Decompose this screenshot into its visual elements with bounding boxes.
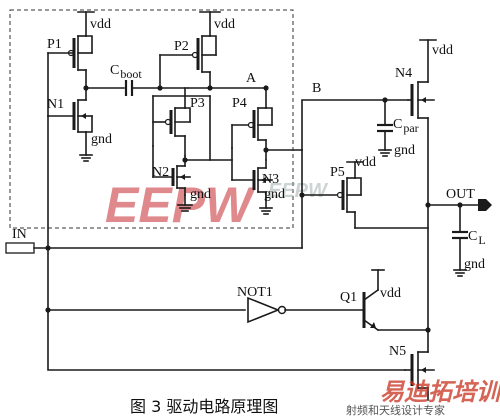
in-label: IN bbox=[12, 227, 27, 242]
p1-label: P1 bbox=[47, 37, 62, 52]
n4-label: N4 bbox=[395, 66, 412, 81]
p5-transistor bbox=[301, 161, 364, 229]
vdd-label-q1: vdd bbox=[380, 286, 401, 301]
gnd-label-cpar: gnd bbox=[394, 143, 415, 158]
gnd-label-cl: gnd bbox=[464, 257, 485, 272]
p4-label: P4 bbox=[232, 96, 247, 111]
cpar-label-sub: par bbox=[403, 121, 418, 135]
site-watermark: EEPW bbox=[268, 180, 329, 202]
not1-label: NOT1 bbox=[237, 285, 273, 300]
n1-label: N1 bbox=[47, 97, 64, 112]
n3-label: N3 bbox=[262, 172, 279, 187]
cpar-capacitor bbox=[377, 99, 393, 157]
in-to-not1-wire bbox=[47, 247, 246, 311]
watermark: EEPW EEPW bbox=[105, 177, 329, 233]
cl-capacitor bbox=[452, 204, 468, 277]
out-terminal bbox=[478, 199, 492, 211]
gnd-label-n2: gnd bbox=[190, 187, 211, 202]
node-b-wire bbox=[301, 99, 409, 151]
cpar-label: Cpar bbox=[393, 117, 419, 135]
n4-transistor bbox=[407, 39, 437, 206]
out-label: OUT bbox=[446, 187, 475, 202]
in-terminal bbox=[5, 242, 35, 254]
watermark-mark: 易迪拓培训 bbox=[380, 379, 500, 406]
vdd-label-n4: vdd bbox=[432, 43, 453, 58]
vdd-label-p2: vdd bbox=[214, 17, 235, 32]
cboot-capacitor bbox=[124, 80, 189, 96]
node-b-label: B bbox=[312, 81, 321, 96]
cl-label: CL bbox=[468, 229, 486, 247]
gnd-label-n1: gnd bbox=[91, 132, 112, 147]
q1-transistor bbox=[362, 269, 429, 332]
n5-transistor bbox=[404, 329, 435, 401]
gnd-symbol-n3 bbox=[259, 199, 273, 215]
cl-label-main: C bbox=[468, 229, 477, 244]
n2-label: N2 bbox=[152, 165, 169, 180]
watermark-corner: 易迪拓培训 射频和天线设计专家 bbox=[346, 379, 500, 417]
gnd-symbol-n2 bbox=[177, 194, 193, 212]
n3-transistor bbox=[231, 159, 273, 201]
boundary-box bbox=[9, 9, 294, 229]
gnd-symbol-n1 bbox=[79, 154, 93, 162]
vdd-label-p1: vdd bbox=[90, 17, 111, 32]
q1-label: Q1 bbox=[340, 290, 357, 305]
not1-gate bbox=[247, 296, 363, 324]
node-a-label: A bbox=[246, 71, 257, 86]
cboot-label-main: C bbox=[110, 63, 119, 78]
p3-label: P3 bbox=[190, 96, 205, 111]
cpar-label-main: C bbox=[393, 117, 402, 132]
gnd-label-n3: gnd bbox=[264, 187, 285, 202]
p2-transistor bbox=[159, 11, 221, 89]
n5-label: N5 bbox=[389, 344, 406, 359]
p1-transistor bbox=[47, 11, 95, 89]
vdd-label-p5: vdd bbox=[355, 155, 376, 170]
cboot-label-sub: boot bbox=[120, 67, 142, 81]
n1-transistor bbox=[47, 87, 93, 156]
p5-label: P5 bbox=[330, 165, 345, 180]
p3-transistor bbox=[152, 87, 191, 157]
p2-label: P2 bbox=[174, 39, 189, 54]
watermark-tagline: 射频和天线设计专家 bbox=[346, 403, 445, 417]
figure-caption: 图 3 驱动电路原理图 bbox=[130, 397, 278, 416]
cboot-label: Cboot bbox=[110, 63, 142, 81]
p4-transistor bbox=[231, 87, 273, 161]
in-to-n5-wire bbox=[47, 309, 406, 371]
cl-label-sub: L bbox=[478, 233, 485, 247]
